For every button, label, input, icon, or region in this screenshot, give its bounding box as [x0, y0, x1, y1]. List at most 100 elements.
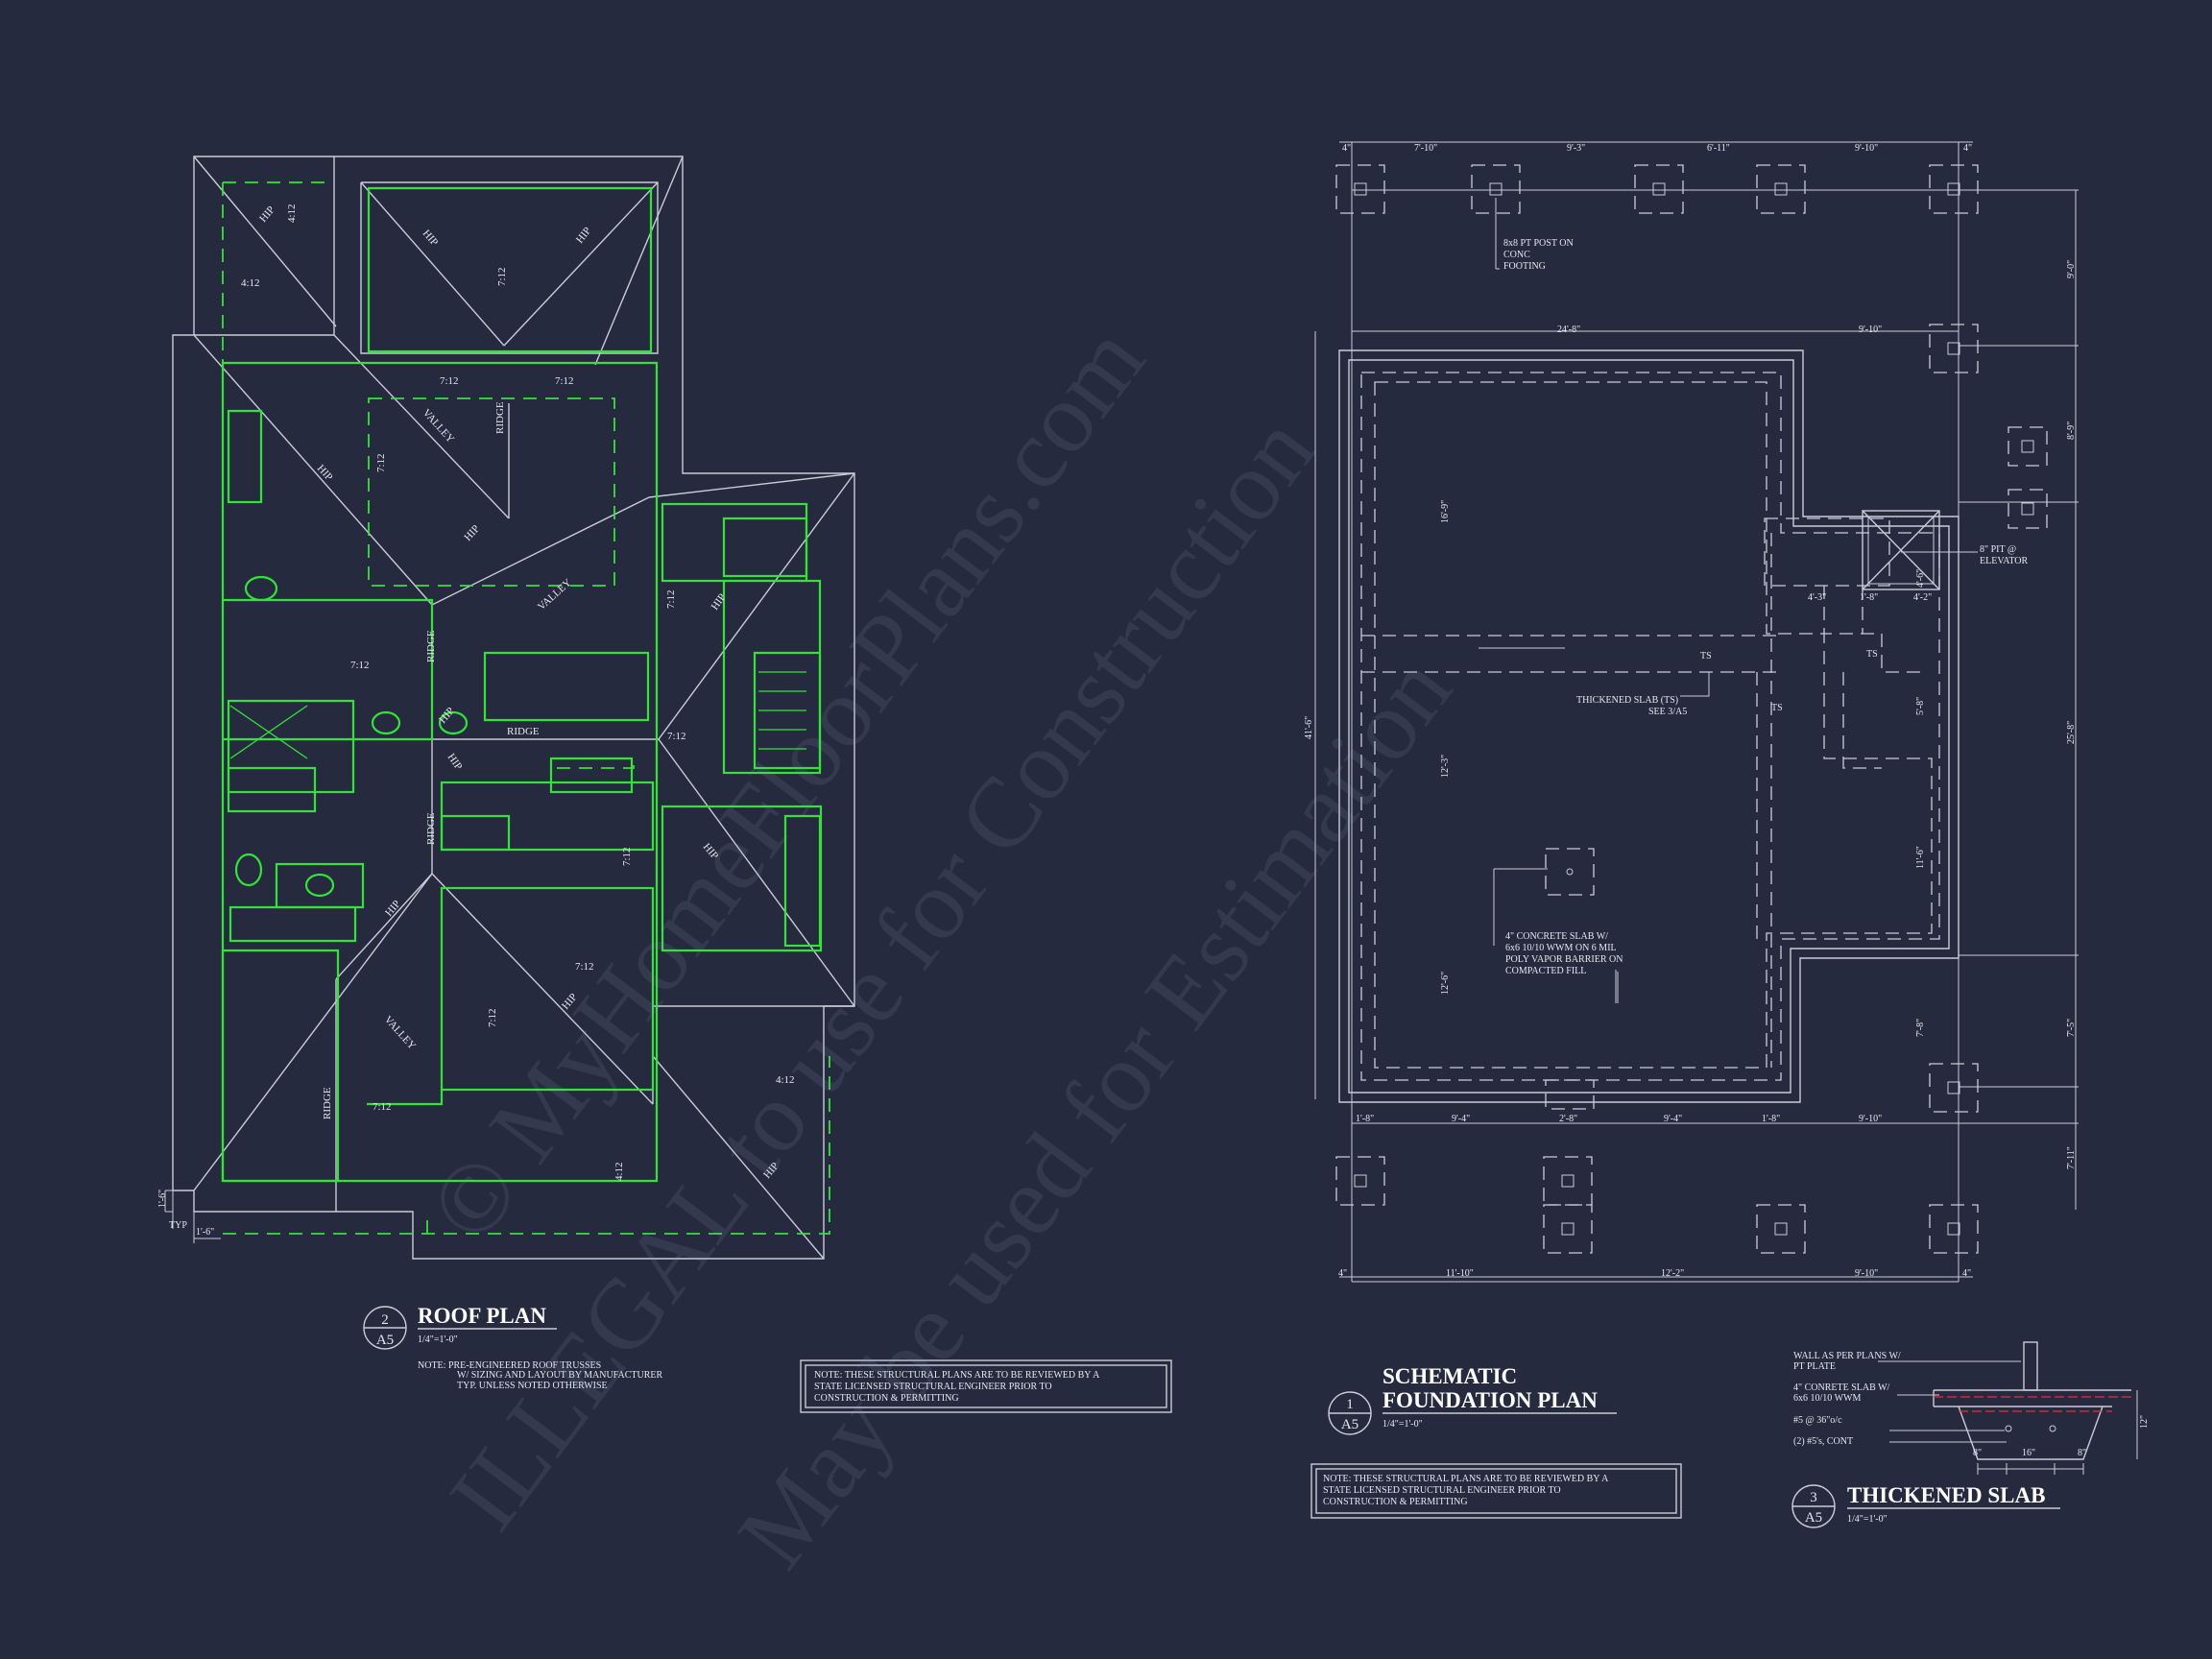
svg-text:3: 3	[1810, 1490, 1817, 1505]
pitch-label: 7:12	[665, 589, 677, 609]
roof-plan-title: ROOF PLAN	[418, 1304, 546, 1328]
svg-text:PT PLATE: PT PLATE	[1793, 1361, 1836, 1372]
pitch-label: 7:12	[621, 847, 633, 866]
pitch-label: 7:12	[350, 660, 370, 671]
svg-text:CONSTRUCTION & PERMITTING: CONSTRUCTION & PERMITTING	[1323, 1497, 1468, 1507]
svg-text:NOTE: THESE STRUCTURAL PLANS A: NOTE: THESE STRUCTURAL PLANS ARE TO BE R…	[814, 1370, 1100, 1381]
svg-text:1/4"=1'-0": 1/4"=1'-0"	[1847, 1514, 1887, 1525]
svg-text:9'-3": 9'-3"	[1567, 143, 1585, 154]
post-footing	[1756, 164, 1806, 214]
pitch-label: 4:12	[286, 204, 298, 223]
post-footing	[1929, 324, 1979, 373]
hip-label: HIP	[315, 463, 335, 483]
post-footing	[1335, 164, 1385, 214]
pitch-label: 7:12	[375, 453, 387, 472]
svg-text:9'-10": 9'-10"	[1855, 143, 1878, 154]
svg-text:8": 8"	[2078, 1448, 2086, 1458]
svg-text:WALL AS PER PLANS W/: WALL AS PER PLANS W/	[1793, 1351, 1901, 1361]
svg-text:6'-11": 6'-11"	[1707, 143, 1730, 154]
foundation-title-line2: FOUNDATION PLAN	[1382, 1388, 1598, 1412]
svg-text:25'-8": 25'-8"	[2066, 721, 2077, 744]
foundation-notes: 8x8 PT POST ON CONC FOOTING 8" PIT @ ELE…	[1503, 238, 2029, 976]
svg-text:4" CONCRETE SLAB W/: 4" CONCRETE SLAB W/	[1505, 931, 1608, 942]
svg-text:9'-10": 9'-10"	[1859, 325, 1882, 335]
ridge-label: RIDGE	[494, 401, 506, 434]
pitch-label: 7:12	[487, 1008, 498, 1027]
svg-text:4": 4"	[1962, 1268, 1971, 1279]
thickened-slab-title: THICKENED SLAB	[1847, 1483, 2045, 1507]
svg-text:7'-10": 7'-10"	[1414, 143, 1437, 154]
svg-text:4": 4"	[1963, 143, 1972, 154]
post-footing	[1471, 164, 1521, 214]
svg-text:A5: A5	[1341, 1417, 1358, 1432]
hip-label: HIP	[462, 523, 482, 543]
foundation-structural-note-box: NOTE: THESE STRUCTURAL PLANS ARE TO BE R…	[1310, 1463, 1682, 1519]
svg-text:9'-4": 9'-4"	[1452, 1114, 1470, 1124]
valley-label: VALLEY	[421, 407, 456, 445]
pitch-label: 7:12	[496, 267, 508, 286]
svg-text:CONSTRUCTION & PERMITTING: CONSTRUCTION & PERMITTING	[814, 1393, 959, 1404]
svg-text:11'-6": 11'-6"	[1915, 846, 1926, 869]
foundation-title-block: 1 A5 SCHEMATIC FOUNDATION PLAN 1/4"=1'-0…	[1328, 1364, 1617, 1435]
foundation-title-line1: SCHEMATIC	[1382, 1364, 1517, 1388]
svg-text:#5 @ 36"o/c: #5 @ 36"o/c	[1793, 1415, 1842, 1426]
svg-text:12'-3": 12'-3"	[1440, 755, 1451, 778]
post-footings	[1335, 164, 2048, 1254]
thickened-slab-detail: WALL AS PER PLANS W/ PT PLATE 4" CONRETE…	[1793, 1341, 2150, 1475]
svg-text:CONC: CONC	[1503, 250, 1530, 260]
svg-text:9'-0": 9'-0"	[2066, 260, 2077, 278]
hip-label: HIP	[709, 591, 729, 612]
hip-label: HIP	[574, 225, 593, 245]
svg-text:A5: A5	[1805, 1510, 1822, 1526]
post-footing	[2008, 426, 2048, 467]
svg-text:1: 1	[1346, 1397, 1354, 1412]
svg-text:FOOTING: FOOTING	[1503, 261, 1546, 272]
ridge-label: RIDGE	[507, 726, 540, 737]
svg-text:11'-10": 11'-10"	[1446, 1268, 1474, 1279]
roof-note-line: W/ SIZING AND LAYOUT BY MANUFACTURER	[457, 1370, 663, 1381]
svg-text:4" CONRETE SLAB W/: 4" CONRETE SLAB W/	[1793, 1382, 1890, 1393]
ridge-label: RIDGE	[425, 630, 437, 662]
svg-text:12'-6": 12'-6"	[1440, 972, 1451, 995]
roof-plan-scale: 1/4"=1'-0"	[418, 1334, 458, 1345]
roof-green-walls	[221, 186, 823, 1183]
post-footing	[1929, 164, 1979, 214]
valley-label: VALLEY	[536, 577, 574, 613]
svg-text:16": 16"	[2022, 1448, 2035, 1458]
svg-text:9'-4": 9'-4"	[1664, 1114, 1682, 1124]
svg-text:4": 4"	[1342, 143, 1351, 154]
foundation-dimensions: 4" 7'-10" 9'-3" 6'-11" 9'-10" 4" 24'-8" …	[1304, 143, 2077, 1279]
roof-plan-title-block: 2 A5 ROOF PLAN 1/4"=1'-0" NOTE: PRE-ENGI…	[363, 1304, 663, 1391]
svg-text:16'-9": 16'-9"	[1440, 500, 1451, 523]
svg-text:(2) #5's, CONT: (2) #5's, CONT	[1793, 1436, 1853, 1447]
overhang-dimension-label: 1'-6"	[157, 1190, 168, 1208]
svg-text:24'-8": 24'-8"	[1557, 325, 1580, 335]
ridge-label: RIDGE	[322, 1087, 333, 1119]
svg-text:4'-6": 4'-6"	[1915, 569, 1926, 588]
svg-text:1/4"=1'-0": 1/4"=1'-0"	[1382, 1419, 1423, 1430]
svg-text:9'-10": 9'-10"	[1855, 1268, 1878, 1279]
pitch-label: 7:12	[555, 375, 574, 387]
foundation-leaders	[1493, 198, 1978, 1003]
svg-text:6x6 10/10 WWM ON 6 MIL: 6x6 10/10 WWM ON 6 MIL	[1505, 943, 1617, 953]
svg-text:8x8 PT POST ON: 8x8 PT POST ON	[1503, 238, 1574, 249]
typ-label: TYP	[169, 1220, 187, 1231]
svg-text:1'-8": 1'-8"	[1762, 1114, 1780, 1124]
post-footing	[1756, 1204, 1806, 1254]
post-footing	[1335, 1156, 1385, 1206]
svg-text:4'-3": 4'-3"	[1808, 592, 1826, 603]
hip-label: HIP	[257, 204, 277, 225]
svg-text:POLY VAPOR BARRIER ON: POLY VAPOR BARRIER ON	[1505, 954, 1623, 965]
pitch-label: 7:12	[575, 961, 594, 973]
roof-bubble-sheet: A5	[376, 1333, 394, 1348]
svg-text:6x6 10/10 WWM: 6x6 10/10 WWM	[1793, 1393, 1861, 1404]
svg-text:ELEVATOR: ELEVATOR	[1980, 556, 2029, 566]
ts-label: TS	[1700, 651, 1712, 661]
svg-text:8'-9": 8'-9"	[2066, 421, 2077, 440]
roof-outline	[172, 156, 855, 1260]
pitch-label: 4:12	[613, 1162, 625, 1181]
svg-text:4": 4"	[1338, 1268, 1347, 1279]
post-footing	[1543, 1204, 1593, 1254]
pitch-label: 4:12	[776, 1074, 795, 1086]
